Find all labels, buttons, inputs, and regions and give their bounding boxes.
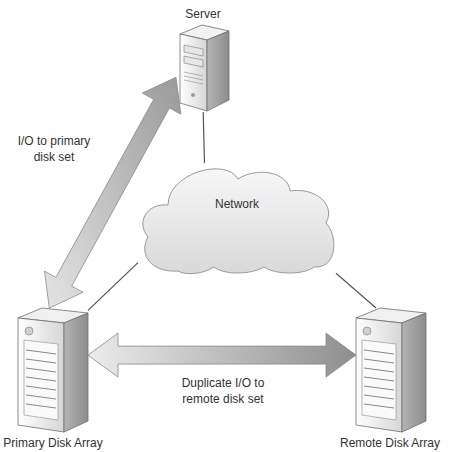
drive-slot: [26, 404, 56, 408]
edge-label: I/O to primary disk set: [12, 134, 96, 165]
server-side: [207, 31, 229, 111]
drive-slot: [26, 359, 56, 363]
server-icon: [180, 25, 229, 111]
replication-arrow: [88, 333, 356, 377]
server-button: [191, 93, 195, 97]
server-bay: [184, 45, 203, 56]
node-label: Primary Disk Array: [3, 436, 102, 450]
network-link: [336, 273, 377, 309]
cloud-shape: [143, 169, 334, 274]
array-side: [64, 313, 88, 432]
server-vent: [184, 80, 203, 84]
disk-array-icon: [356, 308, 426, 432]
node-text-group: Remote Disk Array: [340, 436, 440, 450]
drive-slot: [26, 386, 56, 390]
node-text-group: Server: [185, 7, 220, 21]
network-cloud: Network: [138, 163, 336, 275]
server-bay: [184, 56, 203, 67]
disk-array-node: Remote Disk Array: [356, 308, 424, 432]
array-disc: [25, 327, 33, 335]
drive-slot: [26, 368, 56, 372]
drive-slot: [26, 350, 56, 354]
drive-slot: [26, 395, 56, 399]
array-panel: [24, 340, 58, 420]
drive-slot: [26, 377, 56, 381]
network-link: [203, 112, 205, 163]
node-label: Network: [215, 197, 259, 211]
node-text-group: Network: [215, 197, 259, 211]
server-front: [180, 34, 207, 111]
node-text-group: Primary Disk Array: [3, 436, 102, 450]
cloud-outline: [138, 163, 336, 275]
array-front: [18, 318, 64, 432]
edge-label: Duplicate I/O to remote disk set: [168, 376, 278, 407]
io-arrow: [44, 77, 180, 308]
server-vent: [184, 76, 203, 80]
disk-array-node: Primary Disk Array: [18, 308, 88, 432]
disk-array-icon: [18, 308, 88, 432]
node-label: Server: [185, 7, 220, 21]
node-label: Remote Disk Array: [340, 436, 440, 450]
server-vent: [184, 72, 203, 76]
network-link: [88, 262, 139, 311]
server-node: Server: [176, 24, 230, 112]
